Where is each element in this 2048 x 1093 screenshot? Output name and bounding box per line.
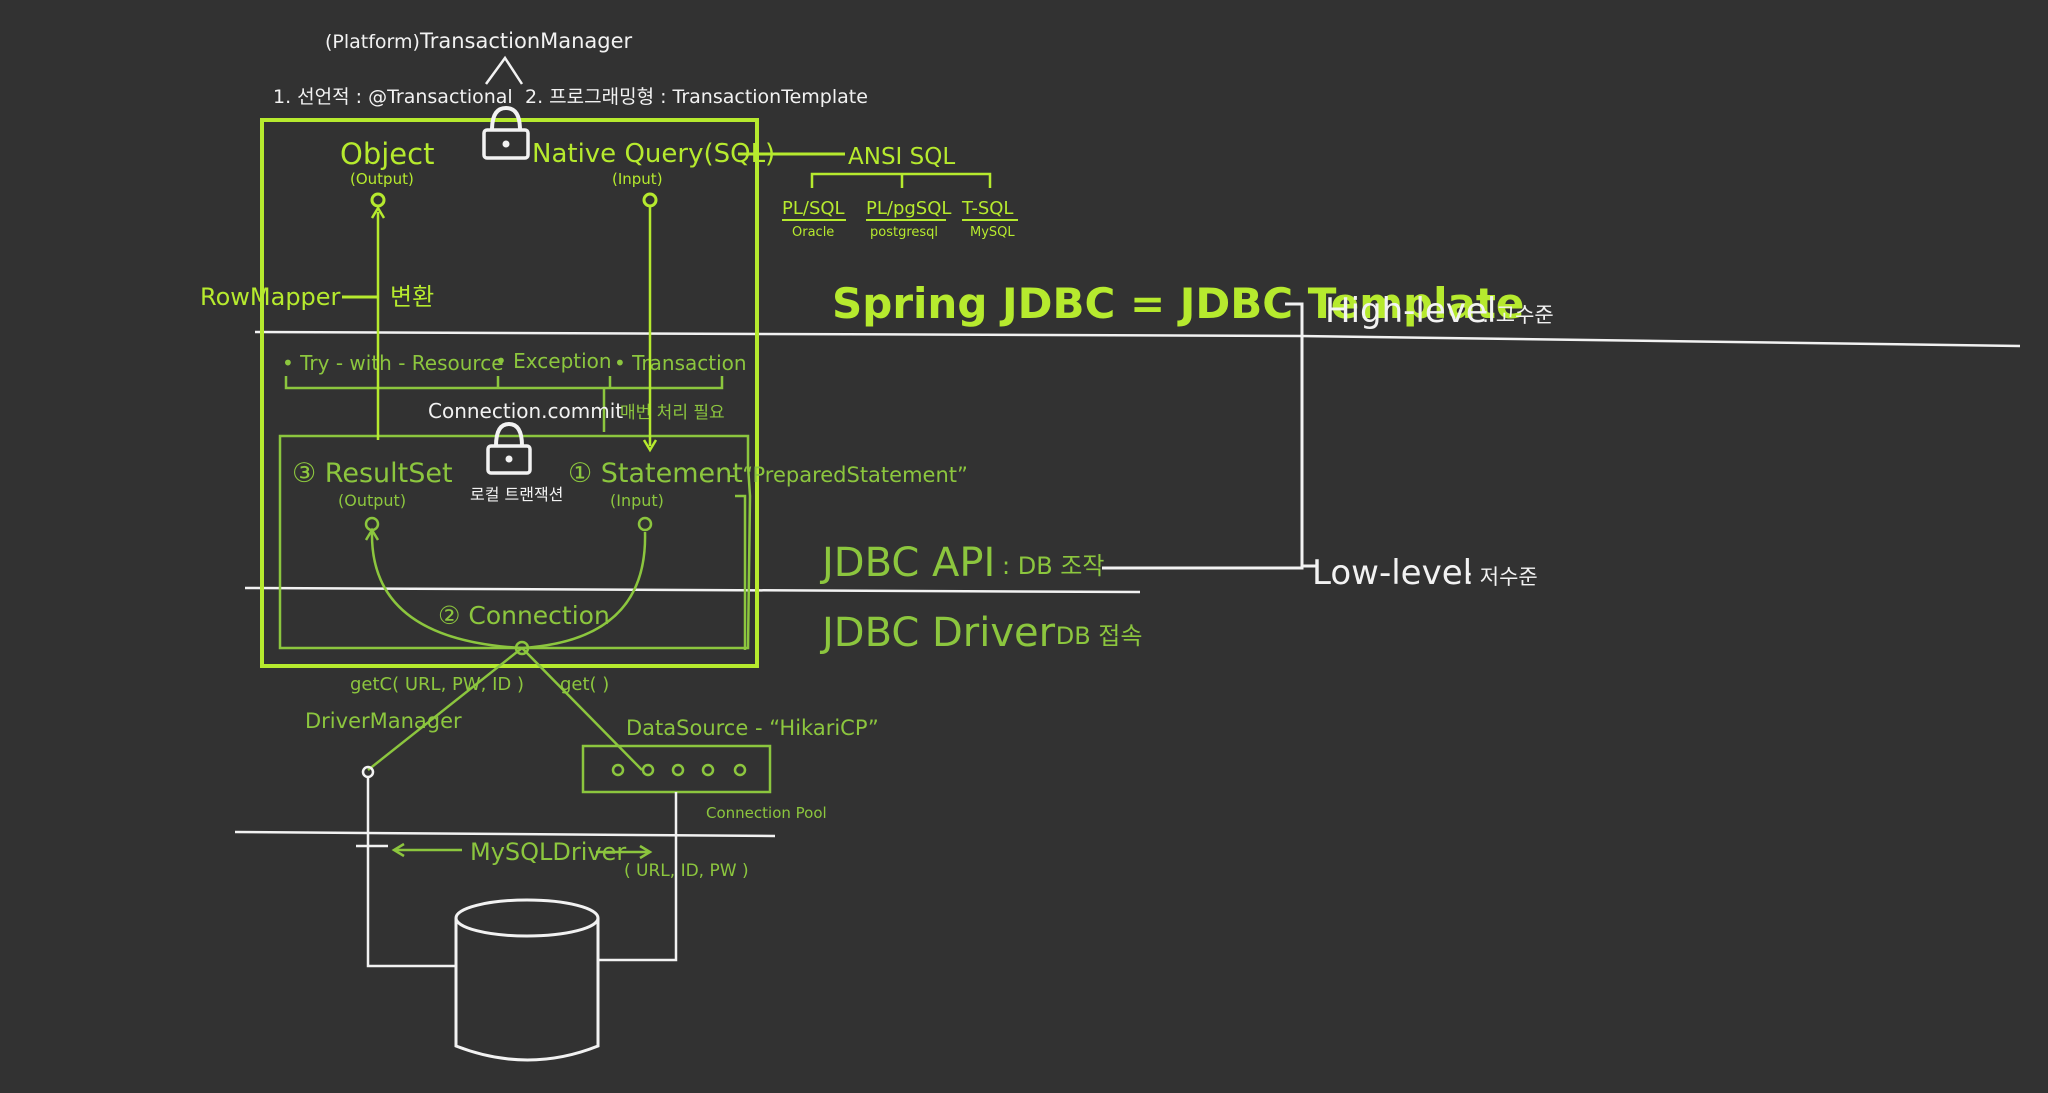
global-transaction-lock-icon	[482, 105, 530, 160]
connection-commit-label: Connection.commit	[428, 399, 623, 423]
layer-bracket	[1102, 302, 1304, 570]
programmatic-transaction-label: 2. 프로그래밍형 : TransactionTemplate	[525, 86, 868, 108]
prepared-statement-label: - “PreparedStatement”	[728, 463, 968, 487]
inner-box-right-accent	[735, 494, 747, 650]
driver-manager-label: DriverManager	[305, 709, 462, 733]
statement-input-sub: (Input)	[610, 491, 664, 510]
getc-line	[367, 647, 523, 771]
feature-try-with-resource: • Try - with - Resource	[282, 351, 504, 375]
object-output-sub: (Output)	[350, 170, 414, 188]
native-query-input-sub: (Input)	[612, 170, 663, 188]
dialect-plpgsql-label: PL/pgSQL	[866, 198, 951, 219]
feature-exception: • Exception	[495, 349, 612, 373]
connection-label: ② Connection	[438, 601, 610, 630]
query-statement-arrow	[642, 192, 658, 453]
spring-jdbc-outer-box	[260, 118, 759, 668]
driver-manager-endpoint-dot	[361, 765, 375, 779]
jdbc-api-desc: : DB 조작	[1002, 552, 1104, 580]
low-level-desc: : 저수준	[1466, 565, 1538, 589]
high-level-desc: : 고수준	[1482, 303, 1554, 327]
dialect-oracle-label: Oracle	[792, 225, 834, 240]
mysql-right-arrowhead	[639, 844, 653, 860]
getc-label: getC( URL, PW, ID )	[350, 674, 524, 695]
driver-db-divider-line	[234, 830, 776, 838]
pool-connection-dots	[611, 763, 747, 777]
high-level-divider-line	[254, 330, 2021, 348]
object-label: Object	[340, 137, 434, 171]
feature-transaction: • Transaction	[614, 351, 747, 375]
dialect-postgresql-label: postgresql	[870, 225, 938, 240]
jdbc-driver-desc: : DB 접속	[1040, 622, 1142, 650]
database-cylinder-icon	[454, 898, 600, 1062]
resultset-label: ③ ResultSet	[292, 458, 453, 489]
connection-node-dot	[514, 640, 530, 656]
low-level-label: Low-level	[1312, 553, 1472, 593]
statement-endpoint-dot	[637, 516, 653, 532]
dialect-plsql-label: PL/SQL	[782, 198, 845, 219]
jdbc-driver-label: JDBC Driver	[819, 610, 1056, 656]
statement-label: ① Statement	[568, 458, 743, 489]
jdbc-api-label: JDBC API	[819, 540, 995, 586]
connection-pool-label: Connection Pool	[706, 804, 827, 822]
jdbc-api-inner-box	[278, 434, 752, 650]
connection-statement-curve	[521, 531, 647, 650]
manual-handling-note: 매번 처리 필요	[620, 403, 725, 423]
rowmapper-label: RowMapper	[200, 283, 341, 311]
connection-pool-box	[581, 744, 772, 794]
local-transaction-label: 로컬 트랜잭션	[470, 485, 563, 504]
dialect-mysql-label: MySQL	[970, 225, 1015, 240]
declarative-transaction-label: 1. 선언적 : @Transactional	[273, 86, 513, 108]
rowmapper-convert-label: 변환	[390, 283, 434, 311]
api-driver-divider-line	[244, 586, 1141, 594]
dialect-tsql-label: T-SQL	[961, 198, 1013, 219]
manager-split-caret	[484, 55, 524, 85]
spring-jdbc-template-title: Spring JDBC = JDBC Template	[832, 279, 1524, 328]
driver-manager-db-wire	[366, 778, 456, 968]
transaction-manager-label: TransactionManager	[419, 29, 633, 53]
datasource-label: DataSource - “HikariCP”	[626, 716, 879, 740]
resultset-arrowhead	[364, 527, 380, 541]
features-bracket	[284, 376, 724, 432]
resultset-output-sub: (Output)	[338, 491, 406, 510]
connection-resultset-curve	[370, 531, 523, 650]
object-resultset-arrow	[370, 192, 386, 440]
url-id-pw-label: ( URL, ID, PW )	[624, 861, 749, 881]
native-query-label: Native Query(SQL)	[532, 139, 775, 169]
get-label: get( )	[560, 674, 609, 695]
platform-prefix-label: (Platform)	[325, 31, 420, 53]
local-transaction-lock-icon	[486, 421, 532, 475]
mysql-left-arrowhead	[391, 842, 405, 858]
high-level-label: High-level	[1325, 291, 1496, 331]
pool-db-wire	[598, 792, 678, 962]
ansi-sql-bracket	[810, 172, 992, 188]
ansi-sql-label: ANSI SQL	[848, 144, 955, 170]
get-line	[521, 647, 643, 771]
